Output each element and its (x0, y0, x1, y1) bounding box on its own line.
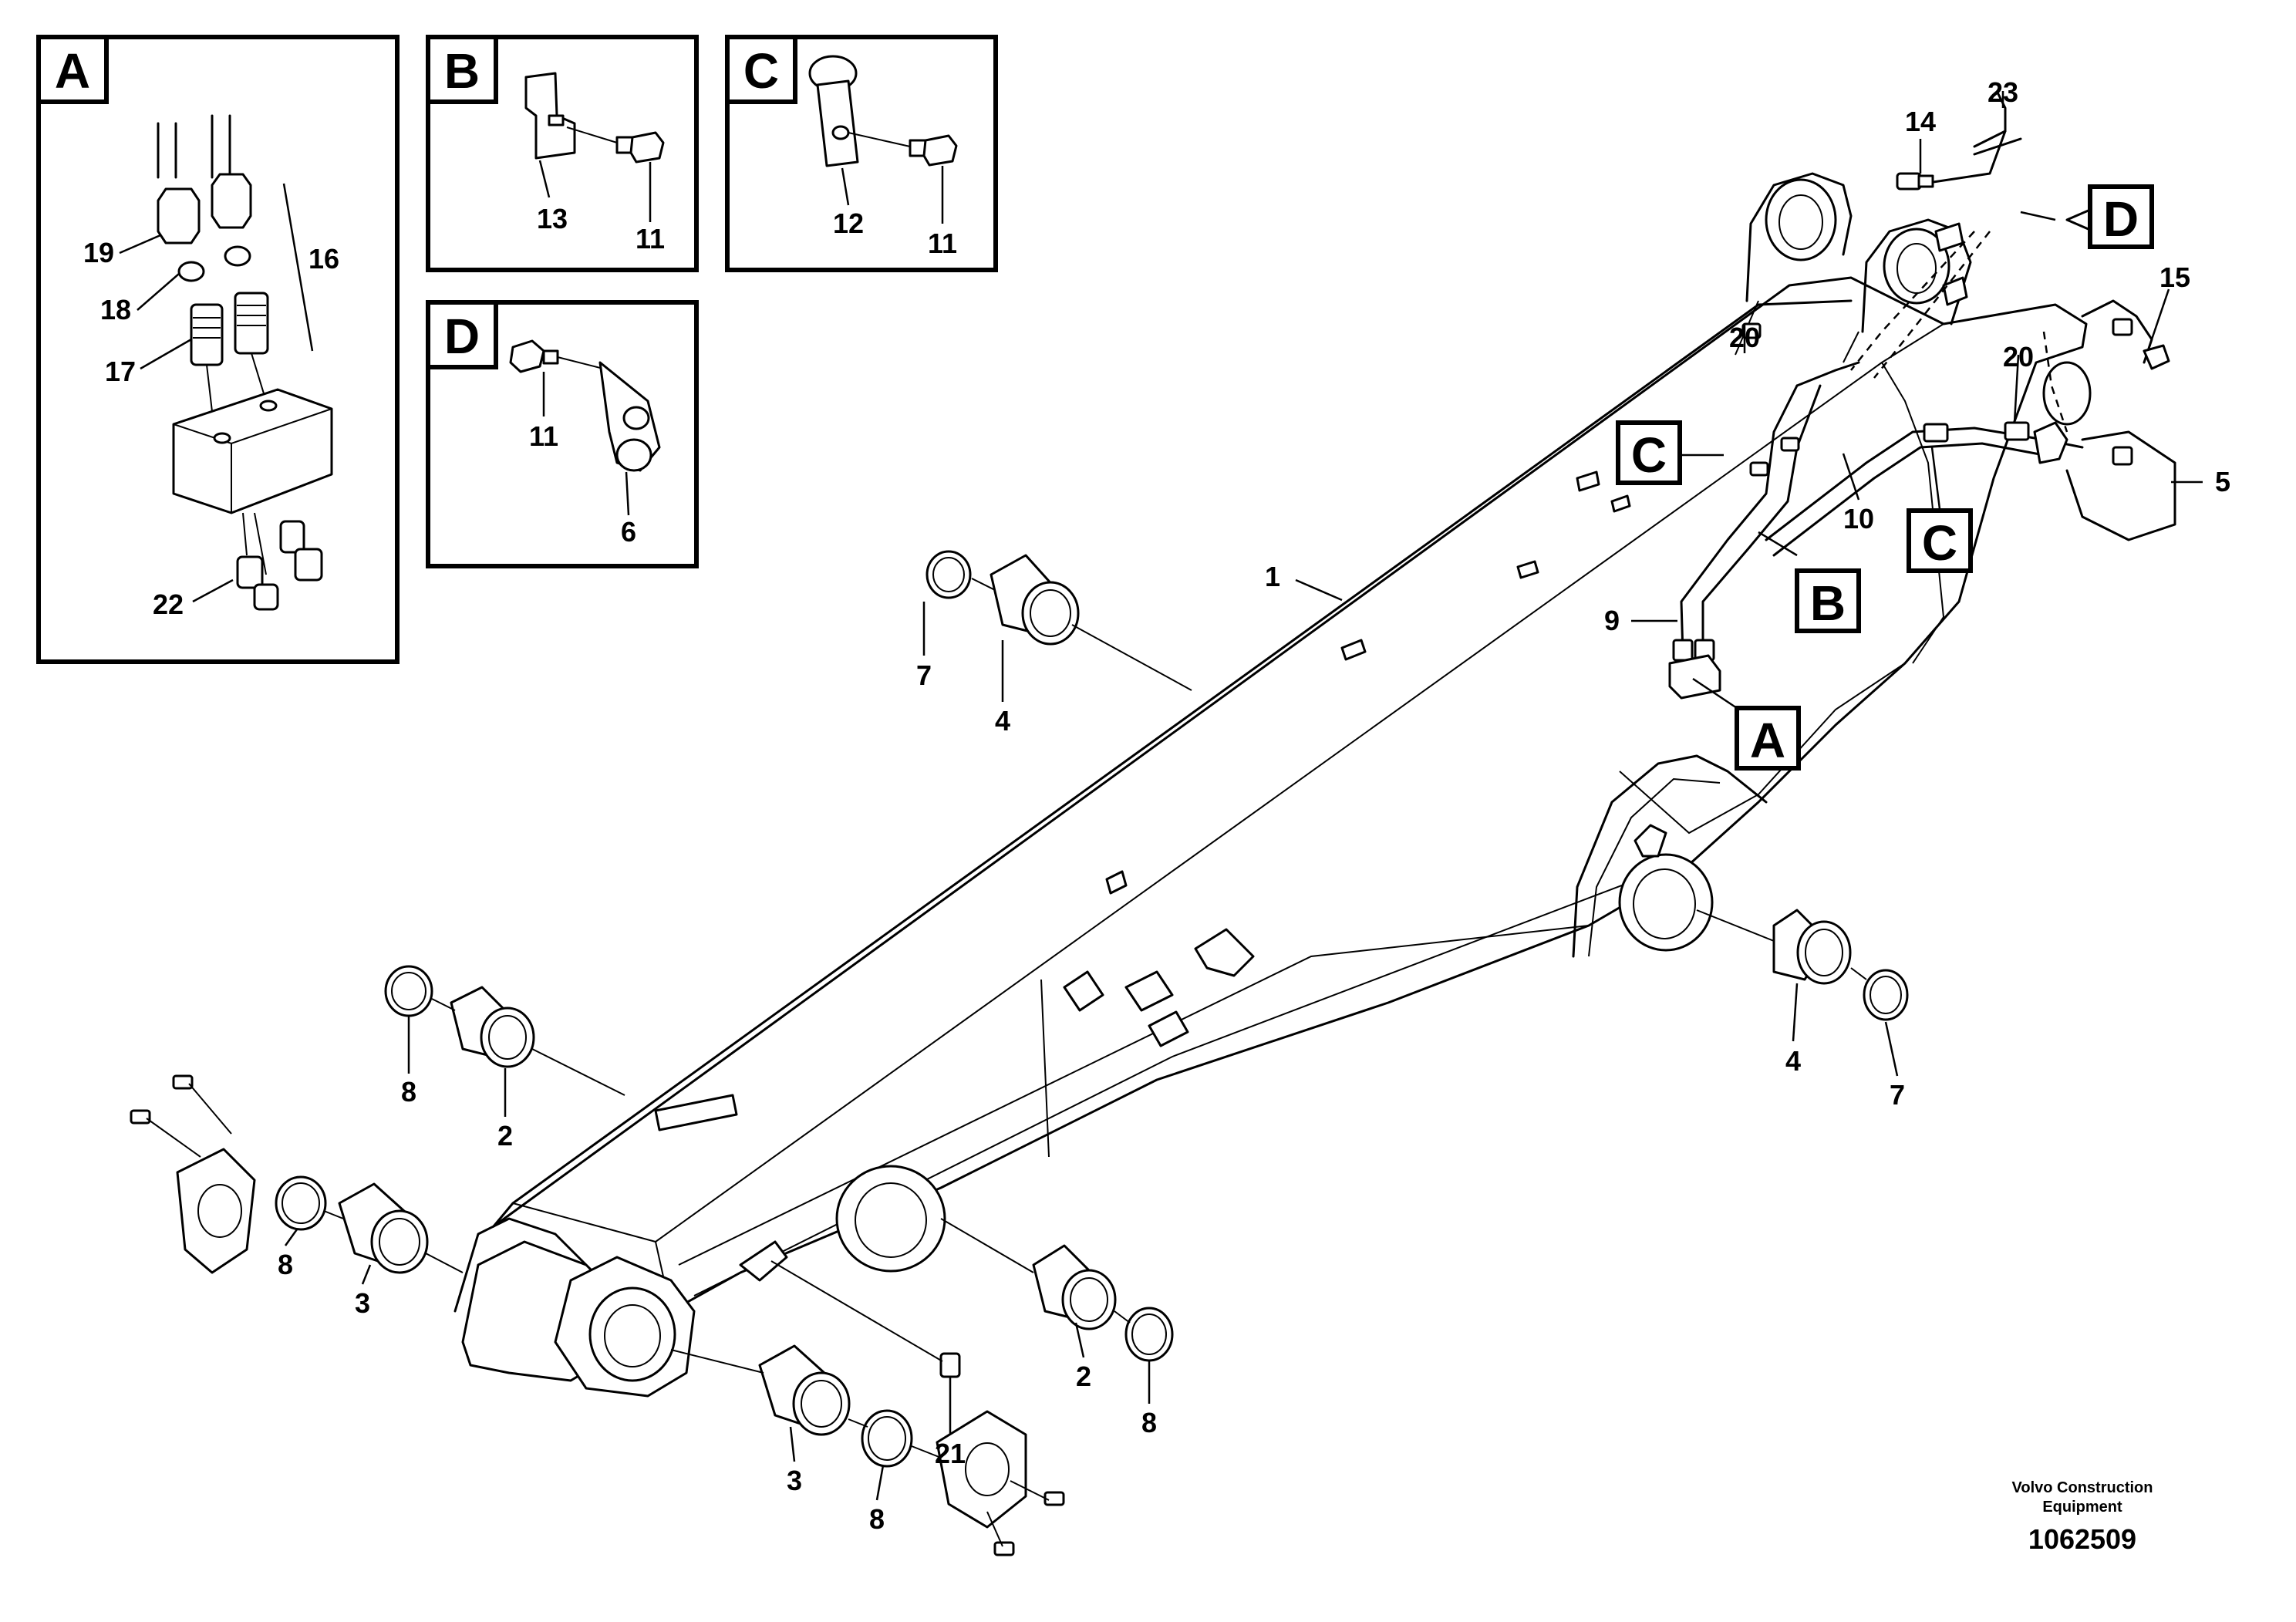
callout-3-lower: 3 (787, 1465, 802, 1496)
callout-8-c: 8 (1141, 1407, 1157, 1438)
callout-23: 23 (1988, 76, 2018, 108)
end-plate-left (176, 1148, 256, 1274)
callout-17: 17 (105, 356, 136, 387)
callout-5: 5 (2215, 466, 2230, 497)
callout-7-upper: 7 (916, 659, 932, 691)
callout-2-lower: 2 (1076, 1361, 1091, 1392)
detail-view-d: D 11 6 (426, 300, 699, 568)
ref-tag-a: A (1750, 713, 1785, 768)
end-plate-lower (936, 1410, 1027, 1529)
callout-2-upper: 2 (497, 1120, 513, 1152)
hose-routing (1668, 91, 2176, 700)
callout-20-a: 20 (1729, 322, 1760, 353)
ref-tag-c-lower: C (1922, 515, 1957, 571)
detail-d-label: D (444, 309, 480, 364)
callout-4-upper: 4 (995, 705, 1010, 737)
detail-a-label: A (55, 43, 90, 99)
callout-3-left: 3 (355, 1287, 370, 1319)
cylinder-pin-bore (835, 1165, 946, 1273)
seal-8-c (1124, 1307, 1174, 1362)
callout-4-lower: 4 (1785, 1045, 1801, 1077)
ref-tag-b: B (1810, 575, 1846, 631)
callout-9: 9 (1604, 605, 1620, 636)
detail-view-b: B 13 11 (426, 35, 699, 272)
callout-16: 16 (308, 243, 339, 275)
top-eye-right (1883, 228, 1950, 305)
credit-line-2: Equipment (2042, 1499, 2122, 1516)
boom-assembly (453, 172, 2092, 1398)
nose-pin-bore (588, 1286, 676, 1382)
credit-block: Volvo Construction Equipment 1062509 (2012, 1479, 2153, 1555)
grease-fitting-21 (939, 1352, 961, 1378)
callout-15: 15 (2159, 261, 2190, 293)
callout-7-lower: 7 (1890, 1079, 1905, 1111)
callout-11-c: 11 (928, 228, 957, 259)
detail-view-a: A 19 18 17 16 22 (36, 35, 400, 664)
detail-b-label: B (444, 43, 480, 99)
ref-tag-d: D (2103, 191, 2139, 247)
callout-11-d: 11 (529, 420, 558, 452)
callout-21: 21 (935, 1438, 966, 1469)
boom-body (492, 276, 2088, 1328)
credit-line-1: Volvo Construction (2012, 1479, 2153, 1496)
callout-10: 10 (1843, 503, 1874, 534)
ref-tag-c-upper: C (1631, 427, 1667, 483)
callout-22: 22 (153, 588, 184, 620)
callout-6: 6 (621, 516, 636, 548)
callout-1: 1 (1265, 561, 1280, 592)
reference-tags: A B C C D (1616, 184, 2154, 771)
seal-8-d (861, 1409, 913, 1468)
callout-8-d: 8 (869, 1503, 885, 1535)
bushings-and-seals (130, 550, 1909, 1556)
callout-18: 18 (100, 294, 131, 325)
callout-14: 14 (1905, 106, 1936, 137)
hose-5 (2065, 430, 2176, 541)
callout-numbers: 1 2 2 3 3 4 4 5 7 7 8 8 8 8 9 10 14 15 2… (278, 76, 2230, 1535)
detail-c-label: C (743, 43, 779, 99)
callout-19: 19 (83, 237, 114, 268)
pipe-9 (1680, 384, 1799, 656)
callout-8-b: 8 (278, 1249, 293, 1280)
callout-20-b: 20 (2003, 341, 2034, 373)
leader-lines (284, 91, 2203, 1501)
callout-12: 12 (833, 207, 864, 239)
document-number: 1062509 (2028, 1523, 2136, 1555)
callout-11-b: 11 (636, 223, 665, 255)
callout-8-a: 8 (401, 1076, 416, 1108)
top-eye-left (1765, 178, 1837, 261)
seal-8-b (275, 1175, 327, 1231)
callout-13: 13 (537, 203, 568, 234)
detail-view-c: C 12 11 (725, 35, 998, 272)
seal-8-a (384, 965, 433, 1017)
